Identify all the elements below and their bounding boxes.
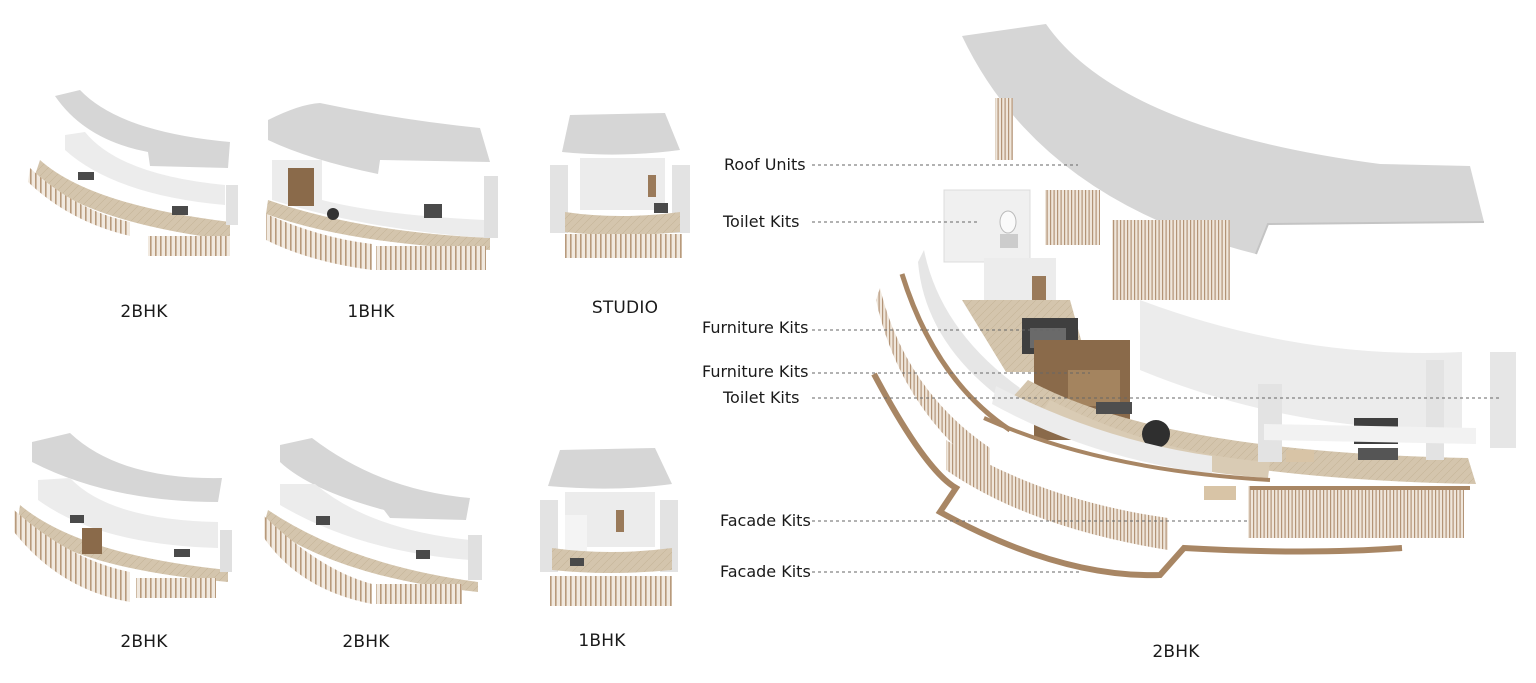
floor-slab xyxy=(565,212,680,235)
label-facade-kits: Facade Kits xyxy=(720,511,811,530)
floor-slab xyxy=(264,510,478,592)
roof-unit xyxy=(280,438,470,520)
wall-panel xyxy=(992,386,1212,474)
wall-panel xyxy=(918,250,1020,405)
furniture-bed xyxy=(316,516,330,525)
furniture-sofa xyxy=(1286,450,1314,462)
furniture-bed xyxy=(172,206,188,215)
furniture-table xyxy=(1142,420,1170,448)
wall-panel xyxy=(1140,300,1462,431)
toilet-fixture xyxy=(999,210,1017,234)
floor-slab xyxy=(18,505,228,582)
facade-slats xyxy=(565,234,682,258)
thumbnail-caption: 1BHK xyxy=(578,631,626,651)
roof-unit xyxy=(268,103,490,174)
label-toilet-kits: Toilet Kits xyxy=(723,212,800,231)
facade-slats xyxy=(148,236,230,256)
floor-slab xyxy=(35,160,230,240)
thumbnail-caption: 2BHK xyxy=(120,302,168,322)
facade-slats xyxy=(376,246,486,270)
floor-slab xyxy=(1040,400,1270,478)
facade-slats xyxy=(1248,486,1464,538)
leader-lines xyxy=(812,164,1500,573)
wall-panel xyxy=(565,515,587,555)
furniture-bed xyxy=(78,172,94,180)
furniture-bedsheet xyxy=(1358,448,1398,460)
wall-panel xyxy=(272,160,485,238)
floor-slab xyxy=(266,200,490,250)
toilet-kit-panel xyxy=(943,189,1031,263)
thumbnail-caption: 2BHK xyxy=(120,632,168,652)
thumbnail-2bhk-2 xyxy=(14,433,232,602)
wall-panel xyxy=(1258,384,1282,462)
furniture-bed xyxy=(654,203,668,213)
wall-panel xyxy=(220,530,232,572)
furniture-sofa xyxy=(1096,402,1132,414)
facade-slats xyxy=(1045,190,1100,245)
thumbnail-caption: 2BHK xyxy=(342,632,390,652)
furniture-bed xyxy=(416,550,430,559)
wall-panel xyxy=(468,535,482,580)
label-facade-kits: Facade Kits xyxy=(720,562,811,581)
furniture-bed xyxy=(424,204,442,218)
facade-slats xyxy=(946,440,1168,550)
roof-unit xyxy=(548,448,672,489)
facade-slats xyxy=(136,578,216,598)
facade-slats xyxy=(876,288,990,476)
roof-unit xyxy=(962,24,1484,254)
wall-panel xyxy=(1426,360,1444,460)
wall-panel xyxy=(38,478,218,548)
facade-slats xyxy=(28,168,130,236)
facade-slats xyxy=(1112,220,1230,300)
wall-panel xyxy=(1264,424,1476,444)
furniture-bed xyxy=(570,558,584,566)
wall-panel xyxy=(1490,352,1516,448)
thumbnail-1bhk-1 xyxy=(266,103,498,270)
facade-frame xyxy=(899,273,1012,433)
label-roof-units: Roof Units xyxy=(724,155,806,174)
wall-panel xyxy=(484,176,498,238)
label-toilet-kits: Toilet Kits xyxy=(723,388,800,407)
roof-unit xyxy=(32,433,222,502)
facade-slats xyxy=(266,214,372,270)
wall-panel xyxy=(226,185,238,225)
roof-edge xyxy=(1255,221,1485,255)
furniture-shelf xyxy=(1068,370,1120,406)
roof-unit xyxy=(55,90,230,168)
facade-slats xyxy=(550,576,672,606)
thumbnail-1bhk-2 xyxy=(540,448,678,606)
exploded-2bhk xyxy=(871,24,1516,579)
furniture-sofa xyxy=(1204,486,1236,500)
facade-slats xyxy=(376,584,462,604)
label-furniture-kits: Furniture Kits xyxy=(702,362,809,381)
furniture-wood-wall xyxy=(288,168,314,206)
toilet-fixture xyxy=(1000,234,1018,248)
furniture-table xyxy=(327,208,339,220)
thumbnail-studio xyxy=(550,113,690,258)
furniture-wood-wall xyxy=(82,528,102,554)
facade-frame xyxy=(871,372,1403,579)
facade-slats xyxy=(995,98,1013,160)
thumbnail-2bhk-1 xyxy=(28,90,238,256)
facade-slats xyxy=(14,510,130,602)
wall-panel xyxy=(280,484,470,560)
facade-frame xyxy=(983,416,1271,482)
wall-panel xyxy=(550,165,568,233)
thumbnail-2bhk-3 xyxy=(264,438,482,604)
label-furniture-kits: Furniture Kits xyxy=(702,318,809,337)
furniture-bed xyxy=(70,515,84,523)
facade-slats xyxy=(264,516,372,604)
floor-slab xyxy=(552,548,672,573)
door xyxy=(616,510,624,532)
roof-unit xyxy=(562,113,680,155)
thumbnail-caption: STUDIO xyxy=(591,298,659,318)
furniture-bed xyxy=(174,549,190,557)
thumbnail-caption: 1BHK xyxy=(347,302,395,322)
wall-panel xyxy=(65,132,225,205)
exploded-caption: 2BHK xyxy=(1152,642,1200,662)
door xyxy=(648,175,656,197)
